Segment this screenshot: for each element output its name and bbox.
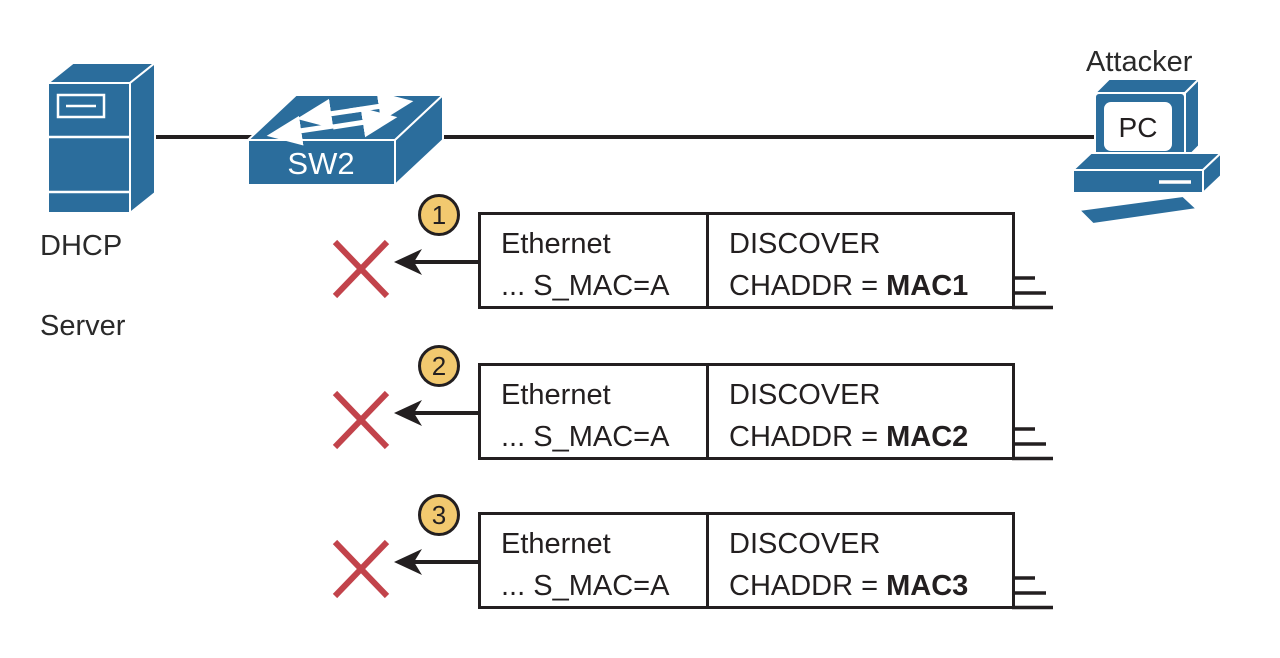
step-number: 2 <box>431 350 447 381</box>
chaddr-value: CHADDR = MAC3 <box>729 570 969 602</box>
dhcp-server-label-line2: Server <box>40 310 126 342</box>
chaddr-value: CHADDR = MAC1 <box>729 270 969 302</box>
switch-arrows-icon <box>266 91 414 146</box>
discover-label: DISCOVER <box>729 228 881 260</box>
pc-screen <box>1104 102 1172 151</box>
message-row-1: 1 Ethernet ... S_MAC=A DISCOVER CHADDR =… <box>330 194 1070 326</box>
frame-continuation-ticks <box>1012 576 1053 610</box>
message-row-3: 3 Ethernet ... S_MAC=A DISCOVER CHADDR =… <box>330 494 1070 626</box>
left-arrow-icon <box>394 249 480 275</box>
blocked-x-icon <box>332 239 390 299</box>
step-number: 3 <box>431 499 447 530</box>
server-icon <box>45 60 158 216</box>
server-slot-icon <box>56 93 106 119</box>
step-number: 1 <box>431 199 447 230</box>
source-mac-value: ... S_MAC=A <box>501 270 670 302</box>
chaddr-value: CHADDR = MAC2 <box>729 421 969 453</box>
step-badge: 1 <box>418 194 460 236</box>
left-arrow-icon <box>394 400 480 426</box>
frame-box: Ethernet ... S_MAC=A DISCOVER CHADDR = M… <box>478 512 1015 609</box>
source-mac-value: ... S_MAC=A <box>501 421 670 453</box>
blocked-x-icon <box>332 539 390 599</box>
attacker-label: Attacker <box>1086 46 1193 78</box>
blocked-x-icon <box>332 390 390 450</box>
frame-box: Ethernet ... S_MAC=A DISCOVER CHADDR = M… <box>478 363 1015 460</box>
frame-continuation-ticks <box>1012 427 1053 461</box>
step-badge: 2 <box>418 345 460 387</box>
message-row-2: 2 Ethernet ... S_MAC=A DISCOVER CHADDR =… <box>330 345 1070 477</box>
ethernet-label: Ethernet <box>501 528 611 560</box>
switch-icon: SW2 <box>245 91 446 188</box>
pc-label: PC <box>1119 112 1158 143</box>
ethernet-header-cell: Ethernet ... S_MAC=A <box>481 215 706 306</box>
discover-label: DISCOVER <box>729 379 881 411</box>
frame-box: Ethernet ... S_MAC=A DISCOVER CHADDR = M… <box>478 212 1015 309</box>
dhcp-message-cell: DISCOVER CHADDR = MAC2 <box>706 366 1012 457</box>
dhcp-server-label: DHCP Server <box>40 226 125 346</box>
dhcp-server-label-line1: DHCP <box>40 230 123 262</box>
ethernet-label: Ethernet <box>501 228 611 260</box>
source-mac-value: ... S_MAC=A <box>501 570 670 602</box>
step-badge: 3 <box>418 494 460 536</box>
switch-label: SW2 <box>287 146 354 181</box>
dhcp-message-cell: DISCOVER CHADDR = MAC1 <box>706 215 1012 306</box>
frame-continuation-ticks <box>1012 276 1053 310</box>
ethernet-label: Ethernet <box>501 379 611 411</box>
dhcp-message-cell: DISCOVER CHADDR = MAC3 <box>706 515 1012 606</box>
ethernet-header-cell: Ethernet ... S_MAC=A <box>481 515 706 606</box>
discover-label: DISCOVER <box>729 528 881 560</box>
left-arrow-icon <box>394 549 480 575</box>
pc-keyboard <box>1076 194 1200 226</box>
pc-icon: PC <box>1070 76 1224 226</box>
ethernet-header-cell: Ethernet ... S_MAC=A <box>481 366 706 457</box>
network-link-line <box>150 135 1096 139</box>
